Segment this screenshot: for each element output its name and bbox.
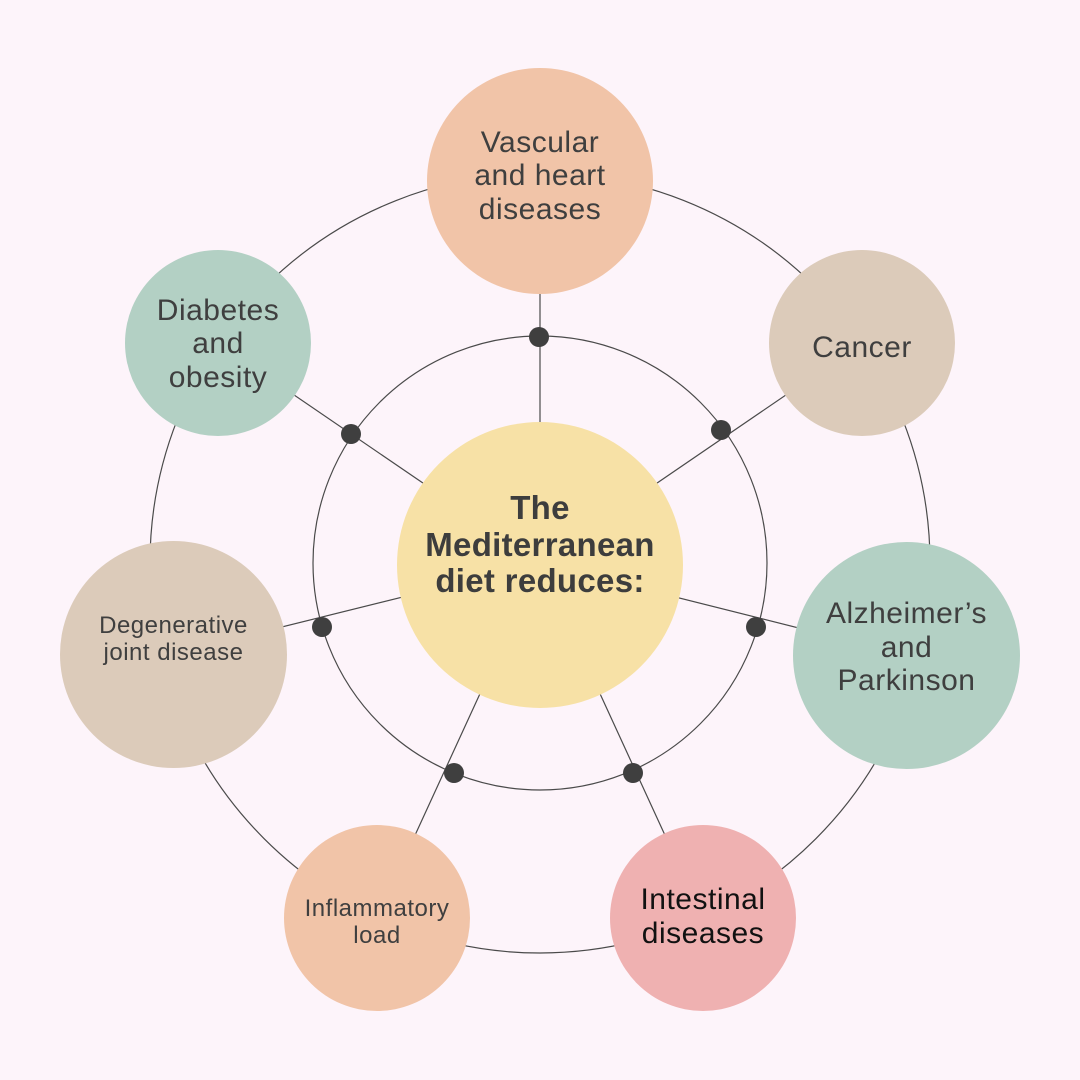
node-label-cancer: Cancer — [812, 331, 912, 365]
node-label-inflammatory: Inflammatory load — [304, 895, 450, 949]
connector-dot-intestinal — [623, 763, 643, 783]
node-cancer: Cancer — [769, 250, 955, 436]
node-vascular: Vascular and heart diseases — [427, 68, 653, 294]
connector-dot-cancer — [711, 420, 731, 440]
center-label: The Mediterranean diet reduces: — [425, 488, 655, 600]
connector-dot-degenerative — [312, 617, 332, 637]
node-alzheimers: Alzheimer’s and Parkinson — [793, 542, 1020, 769]
connector-dot-diabetes — [341, 424, 361, 444]
node-label-degenerative: Degenerative joint disease — [99, 611, 248, 666]
node-inflammatory: Inflammatory load — [284, 825, 470, 1011]
node-label-diabetes: Diabetes and obesity — [156, 293, 280, 394]
center-node: The Mediterranean diet reduces: — [397, 422, 683, 708]
connector-dot-vascular — [529, 327, 549, 347]
node-label-alzheimers: Alzheimer’s and Parkinson — [825, 597, 988, 698]
connector-dot-inflammatory — [444, 763, 464, 783]
node-degenerative: Degenerative joint disease — [60, 541, 287, 768]
connector-dot-alzheimers — [746, 617, 766, 637]
node-intestinal: Intestinal diseases — [610, 825, 796, 1011]
node-diabetes: Diabetes and obesity — [125, 250, 311, 436]
node-label-vascular: Vascular and heart diseases — [474, 125, 606, 226]
node-label-intestinal: Intestinal diseases — [640, 883, 766, 950]
